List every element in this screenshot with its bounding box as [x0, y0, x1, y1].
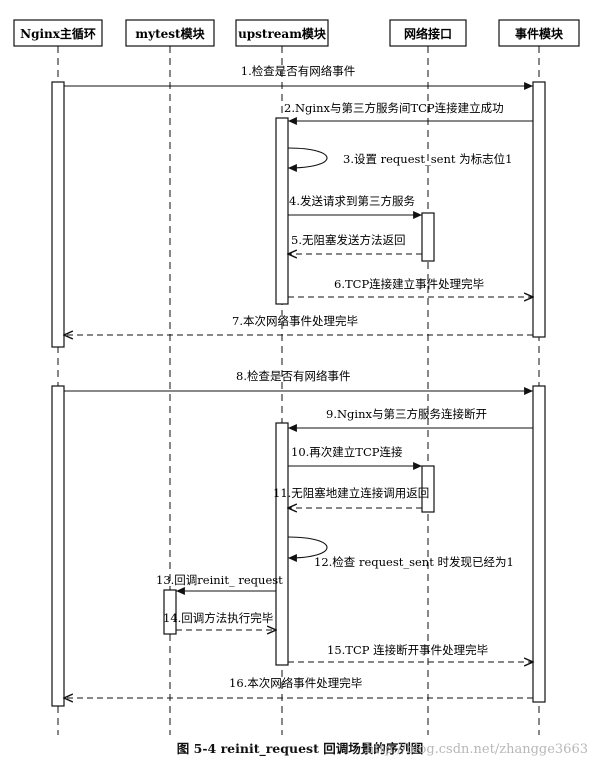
- activation-bar: [421, 465, 435, 513]
- activation-bar: [51, 81, 65, 348]
- message-1: 1.检查是否有网络事件: [64, 64, 533, 90]
- message-3: 3.设置 request_sent 为标志位1: [287, 147, 512, 172]
- participant-label: Nginx主循环: [20, 26, 96, 41]
- participant-header-mytest: mytest模块: [125, 19, 215, 47]
- activations: [51, 81, 546, 707]
- participant-header-upstream: upstream模块: [235, 19, 329, 47]
- activation-bar: [51, 385, 65, 707]
- message-6: 6.TCP连接建立事件处理完毕: [288, 277, 533, 297]
- message-5: 5.无阻塞发送方法返回: [288, 233, 422, 254]
- message-label: 15.TCP 连接断开事件处理完毕: [327, 643, 488, 657]
- message-4: 4.发送请求到第三方服务: [288, 194, 422, 219]
- message-14: 14.回调方法执行完毕: [163, 611, 276, 630]
- message-label: 16.本次网络事件处理完毕: [229, 676, 362, 690]
- message-label: 7.本次网络事件处理完毕: [232, 314, 358, 328]
- activation-bar: [532, 81, 546, 338]
- message-2: 2.Nginx与第三方服务间TCP连接建立成功: [284, 101, 533, 125]
- message-8: 8.检查是否有网络事件: [64, 369, 533, 395]
- participant-header-event: 事件模块: [498, 19, 580, 47]
- message-label: 14.回调方法执行完毕: [163, 611, 273, 625]
- activation-bar: [163, 589, 177, 635]
- activation-bar: [275, 422, 289, 666]
- message-label: 1.检查是否有网络事件: [241, 64, 355, 78]
- message-10: 10.再次建立TCP连接: [288, 445, 422, 470]
- message-11: 11.无阻塞地建立连接调用返回: [273, 486, 429, 508]
- message-label: 8.检查是否有网络事件: [236, 369, 350, 383]
- message-label: 3.设置 request_sent 为标志位1: [343, 152, 512, 166]
- message-label: 12.检查 request_sent 时发现已经为1: [314, 555, 514, 569]
- participant-header-nginx-loop: Nginx主循环: [13, 19, 103, 47]
- message-label: 9.Nginx与第三方服务连接断开: [326, 407, 487, 421]
- message-16: 16.本次网络事件处理完毕: [64, 676, 533, 698]
- participant-label: 网络接口: [404, 26, 452, 41]
- message-15: 15.TCP 连接断开事件处理完毕: [288, 643, 533, 662]
- message-label: 13.回调reinit_ request: [156, 573, 283, 587]
- message-7: 7.本次网络事件处理完毕: [64, 314, 533, 335]
- message-label: 2.Nginx与第三方服务间TCP连接建立成功: [284, 101, 504, 115]
- participant-label: 事件模块: [515, 26, 564, 41]
- figure-caption: 图 5-4 reinit_request 回调场景的序列图: [177, 741, 423, 757]
- message-9: 9.Nginx与第三方服务连接断开: [288, 407, 533, 432]
- message-label: 6.TCP连接建立事件处理完毕: [334, 277, 484, 291]
- activation-bar: [275, 117, 289, 305]
- message-label: 10.再次建立TCP连接: [291, 445, 403, 459]
- participant-header-network: 网络接口: [389, 19, 467, 47]
- message-label: 4.发送请求到第三方服务: [289, 194, 415, 208]
- message-13: 13.回调reinit_ request: [156, 573, 283, 595]
- participant-label: mytest模块: [135, 26, 205, 41]
- message-label: 11.无阻塞地建立连接调用返回: [273, 486, 429, 500]
- watermark: http://blog.csdn.net/zhangge3663: [366, 742, 588, 757]
- participant-label: upstream模块: [238, 26, 327, 41]
- activation-bar: [421, 212, 435, 262]
- message-label: 5.无阻塞发送方法返回: [291, 233, 405, 247]
- message-12: 12.检查 request_sent 时发现已经为1: [287, 536, 514, 569]
- activation-bar: [532, 385, 546, 703]
